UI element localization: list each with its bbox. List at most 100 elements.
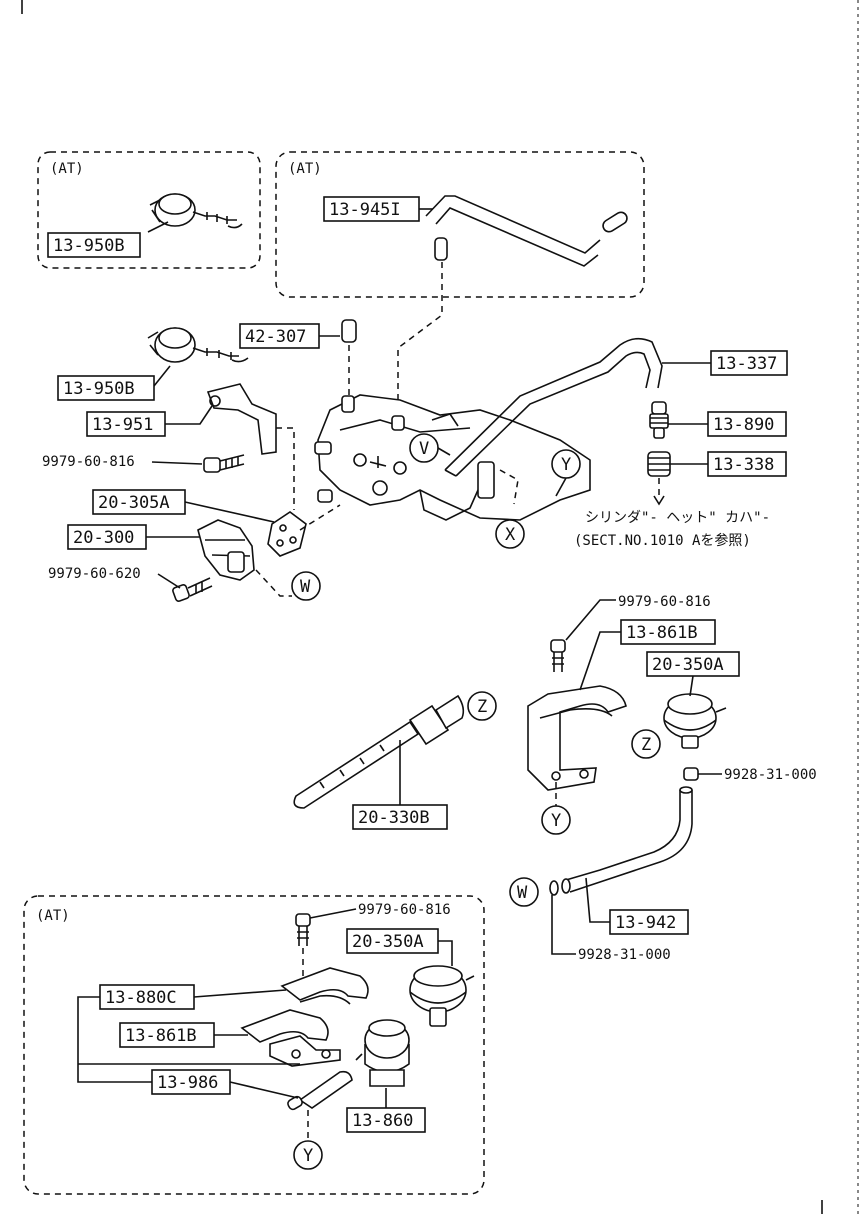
part-box	[323, 196, 420, 222]
leader-line	[77, 996, 152, 1083]
part-label-13-942: 13-942	[615, 913, 676, 933]
hose-drawing	[444, 337, 663, 477]
idle-valve-drawing	[197, 519, 255, 581]
nut-label: 9928-31-000	[724, 767, 817, 783]
bolt-label: 9979-60-620	[48, 566, 141, 582]
marker-y-bottom: Y	[293, 1140, 323, 1170]
nut-drawing	[683, 767, 699, 781]
bolt-drawing	[295, 913, 311, 946]
bolt-label: 9979-60-816	[42, 454, 135, 470]
marker-w-mid: W	[509, 877, 539, 907]
part-label-20-305A: 20-305A	[98, 493, 170, 513]
part-label-13-890: 13-890	[713, 415, 774, 435]
part-label-13-950B: 13-950B	[53, 236, 125, 256]
part-label-13-861B: 13-861B	[626, 623, 698, 643]
marker-w-top: W	[291, 571, 321, 601]
clamp-bracket-drawing	[240, 967, 369, 1067]
leader-line	[309, 908, 357, 919]
svg-text:Z: Z	[641, 735, 651, 755]
leader-line	[565, 599, 616, 641]
part-label-20-300: 20-300	[73, 528, 134, 548]
marker-z-left: Z	[467, 691, 497, 721]
gasket-drawing	[267, 511, 307, 557]
leader-line	[689, 675, 694, 697]
at-label: (AT)	[36, 908, 70, 924]
marker-z-right: Z	[631, 729, 661, 759]
grommet-drawing	[647, 451, 671, 477]
marker-y-top: Y	[551, 449, 581, 479]
part-box	[707, 451, 787, 477]
hose-drawing	[425, 195, 628, 267]
part-label-13-945I: 13-945I	[329, 200, 401, 220]
at-label: (AT)	[288, 161, 322, 177]
part-box	[352, 804, 448, 830]
svg-text:W: W	[300, 577, 311, 597]
at-label: (AT)	[50, 161, 84, 177]
svg-text:Y: Y	[303, 1146, 313, 1166]
leader-line	[165, 405, 213, 425]
clip-drawing	[549, 880, 559, 896]
intake-manifold-drawing	[314, 394, 591, 521]
svg-text:Y: Y	[551, 811, 561, 831]
canister-drawing	[663, 693, 727, 749]
leader-line	[585, 877, 610, 923]
marker-y-mid: Y	[541, 805, 571, 835]
svg-text:X: X	[505, 525, 516, 545]
svg-text:Z: Z	[477, 697, 487, 717]
part-box	[710, 350, 788, 376]
svg-text:V: V	[419, 439, 429, 459]
hose-drawing	[293, 694, 465, 809]
marker-v: V	[409, 433, 439, 463]
part-label-13-337: 13-337	[716, 354, 777, 374]
leader-line	[438, 940, 453, 966]
connection-dash	[255, 569, 292, 597]
leader-line	[153, 365, 171, 387]
part-box	[151, 1069, 231, 1095]
marker-x: X	[495, 519, 525, 549]
part-label-13-880C: 13-880C	[105, 988, 177, 1008]
part-label-20-350A: 20-350A	[352, 932, 424, 952]
at-box-top	[275, 151, 645, 298]
svg-text:Y: Y	[561, 455, 571, 475]
leader-line	[437, 447, 451, 456]
cap-drawing	[341, 319, 357, 343]
bolt-label: 9979-60-816	[618, 594, 711, 610]
leader-line	[551, 895, 576, 955]
leader-line	[184, 501, 275, 523]
pcv-valve-drawing	[649, 401, 669, 439]
bracket-drawing	[206, 383, 277, 455]
bolt-drawing	[172, 577, 213, 602]
part-label-13-951: 13-951	[92, 415, 153, 435]
part-box	[57, 375, 155, 401]
part-box	[99, 984, 195, 1010]
hose-drawing	[287, 1070, 353, 1111]
bolt-drawing	[550, 639, 566, 672]
nut-label: 9928-31-000	[578, 947, 671, 963]
part-label-20-330B: 20-330B	[358, 808, 430, 828]
vacuum-actuator-drawing	[147, 193, 243, 233]
leader-line	[555, 477, 567, 497]
bolt-drawing	[203, 454, 245, 473]
part-box	[47, 232, 141, 258]
leader-line	[157, 573, 181, 589]
part-label-13-986: 13-986	[157, 1073, 218, 1093]
leader-line	[579, 631, 621, 691]
hose-drawing	[561, 786, 693, 894]
part-label-20-350A: 20-350A	[652, 655, 724, 675]
connection-dash	[276, 427, 295, 510]
part-label-13-861B: 13-861B	[125, 1026, 197, 1046]
clamp-bracket-drawing	[527, 685, 627, 791]
part-label-13-950B: 13-950B	[63, 379, 135, 399]
reference-note: (SECT.NO.1010 Aを参照)	[574, 532, 751, 549]
connection-dash	[299, 504, 341, 531]
connection-dash	[499, 469, 519, 505]
part-label-13-338: 13-338	[713, 455, 774, 475]
reference-note: シリンダ"- ヘット" カハ"-	[585, 510, 770, 526]
leader-line	[193, 989, 287, 998]
bolt-label: 9979-60-816	[358, 902, 451, 918]
part-label-13-860: 13-860	[352, 1111, 413, 1131]
arrow-head	[653, 495, 665, 506]
part-box	[346, 1107, 426, 1133]
canister-drawing	[355, 1019, 410, 1087]
leader-line	[229, 1081, 299, 1099]
